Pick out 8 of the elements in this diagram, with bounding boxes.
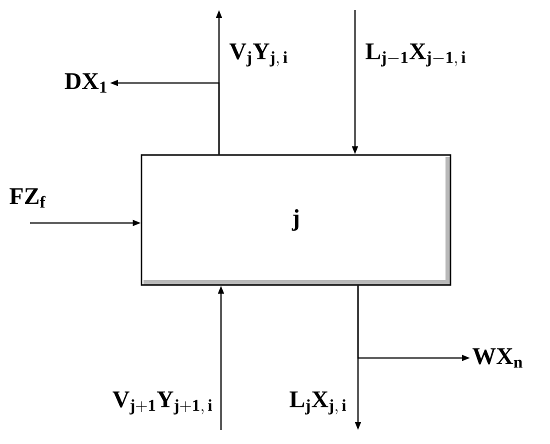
- stage-box: j: [140, 154, 452, 286]
- stream-label: $\mathbf{V_{j}Y_{j,\,i}}$: [229, 44, 288, 66]
- stream-label: $\mathbf{FZ_{f}}$: [10, 188, 46, 208]
- stream-label: $\mathbf{L_{j-1}X_{j-1,\,i}}$: [366, 44, 466, 66]
- stream-label: $\mathbf{V_{j+1}Y_{j+1,\,i}}$: [112, 392, 212, 414]
- stream-label: $\mathbf{L_{j}X_{j,\,i}}$: [290, 392, 346, 414]
- stream-label: DX$_{1}$: [64, 73, 106, 93]
- stream-label: WX$_{n}$: [472, 348, 522, 368]
